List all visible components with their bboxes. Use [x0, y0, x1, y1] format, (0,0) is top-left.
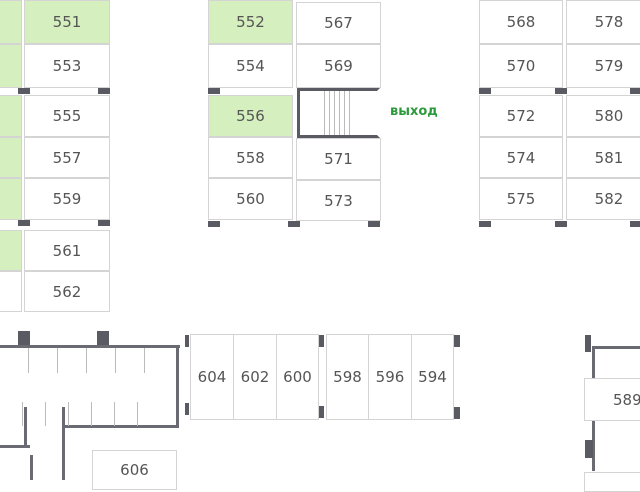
wall: [62, 425, 179, 428]
unit-partial[interactable]: [0, 0, 22, 44]
unit-602[interactable]: 602: [233, 334, 277, 420]
unit-570[interactable]: 570: [479, 44, 563, 88]
unit-partial[interactable]: [0, 137, 22, 178]
pillar: [479, 221, 491, 227]
pillar: [630, 88, 640, 94]
pillar: [18, 331, 30, 346]
unit-604[interactable]: 604: [190, 334, 234, 420]
wall: [62, 407, 65, 480]
unit-partial[interactable]: [0, 178, 22, 220]
unit-573[interactable]: 573: [296, 180, 381, 221]
unit-555[interactable]: 555: [24, 95, 110, 137]
wall: [0, 345, 180, 348]
unit-596[interactable]: 596: [368, 334, 412, 420]
unit-554[interactable]: 554: [208, 44, 293, 88]
unit-561[interactable]: 561: [24, 230, 110, 271]
unit-569[interactable]: 569: [296, 44, 381, 88]
unit-558[interactable]: 558: [208, 137, 293, 178]
unit-580[interactable]: 580: [566, 95, 640, 137]
pillar: [319, 406, 324, 418]
unit-575[interactable]: 575: [479, 178, 563, 220]
unit-552[interactable]: 552: [208, 0, 293, 44]
partition: [0, 348, 155, 373]
pillar: [454, 407, 460, 419]
pillar: [555, 221, 567, 227]
pillar: [185, 335, 189, 347]
unit-553[interactable]: 553: [24, 44, 110, 88]
unit-598[interactable]: 598: [326, 334, 369, 420]
unit-567[interactable]: 567: [296, 2, 381, 44]
unit-578[interactable]: 578: [566, 0, 640, 44]
wall: [592, 346, 595, 378]
pillar: [288, 221, 300, 227]
unit-589[interactable]: 589: [584, 378, 640, 421]
unit-600[interactable]: 600: [276, 334, 319, 420]
pillar: [98, 88, 110, 94]
pillar: [18, 220, 30, 226]
pillar: [585, 335, 591, 352]
pillar: [319, 335, 324, 347]
unit-579[interactable]: 579: [566, 44, 640, 88]
unit-568[interactable]: 568: [479, 0, 563, 44]
wall: [592, 421, 595, 471]
pillar: [98, 220, 110, 226]
exit-label: выход: [390, 104, 438, 119]
unit-606[interactable]: 606: [92, 450, 177, 490]
unit-559[interactable]: 559: [24, 178, 110, 220]
pillar: [555, 88, 567, 94]
pillar: [208, 221, 220, 227]
wall: [0, 445, 30, 448]
wall: [176, 345, 179, 427]
pillar: [479, 88, 491, 94]
unit-556[interactable]: 556: [208, 95, 293, 137]
unit-572[interactable]: 572: [479, 95, 563, 137]
pillar: [454, 335, 460, 347]
pillar: [630, 221, 640, 227]
partition: [0, 402, 155, 426]
unit-562[interactable]: 562: [24, 271, 110, 312]
stairwell: [297, 88, 380, 138]
unit-557[interactable]: 557: [24, 137, 110, 178]
pillar: [585, 440, 593, 458]
pillar: [185, 403, 189, 415]
unit-551[interactable]: 551: [24, 0, 110, 44]
pillar: [208, 88, 220, 94]
pillar: [97, 331, 109, 346]
unit-partial[interactable]: [0, 230, 22, 271]
unit-560[interactable]: 560: [208, 178, 293, 220]
unit-partial[interactable]: [0, 271, 22, 312]
wall: [30, 455, 33, 480]
unit-571[interactable]: 571: [296, 138, 381, 180]
unit-574[interactable]: 574: [479, 137, 563, 178]
unit-partial[interactable]: [584, 472, 640, 492]
unit-594[interactable]: 594: [411, 334, 454, 420]
wall: [592, 346, 640, 349]
unit-partial[interactable]: [0, 44, 22, 88]
unit-partial[interactable]: [0, 95, 22, 137]
wall: [24, 407, 27, 447]
pillar: [18, 88, 30, 94]
pillar: [368, 221, 380, 227]
unit-582[interactable]: 582: [566, 178, 640, 220]
unit-581[interactable]: 581: [566, 137, 640, 178]
